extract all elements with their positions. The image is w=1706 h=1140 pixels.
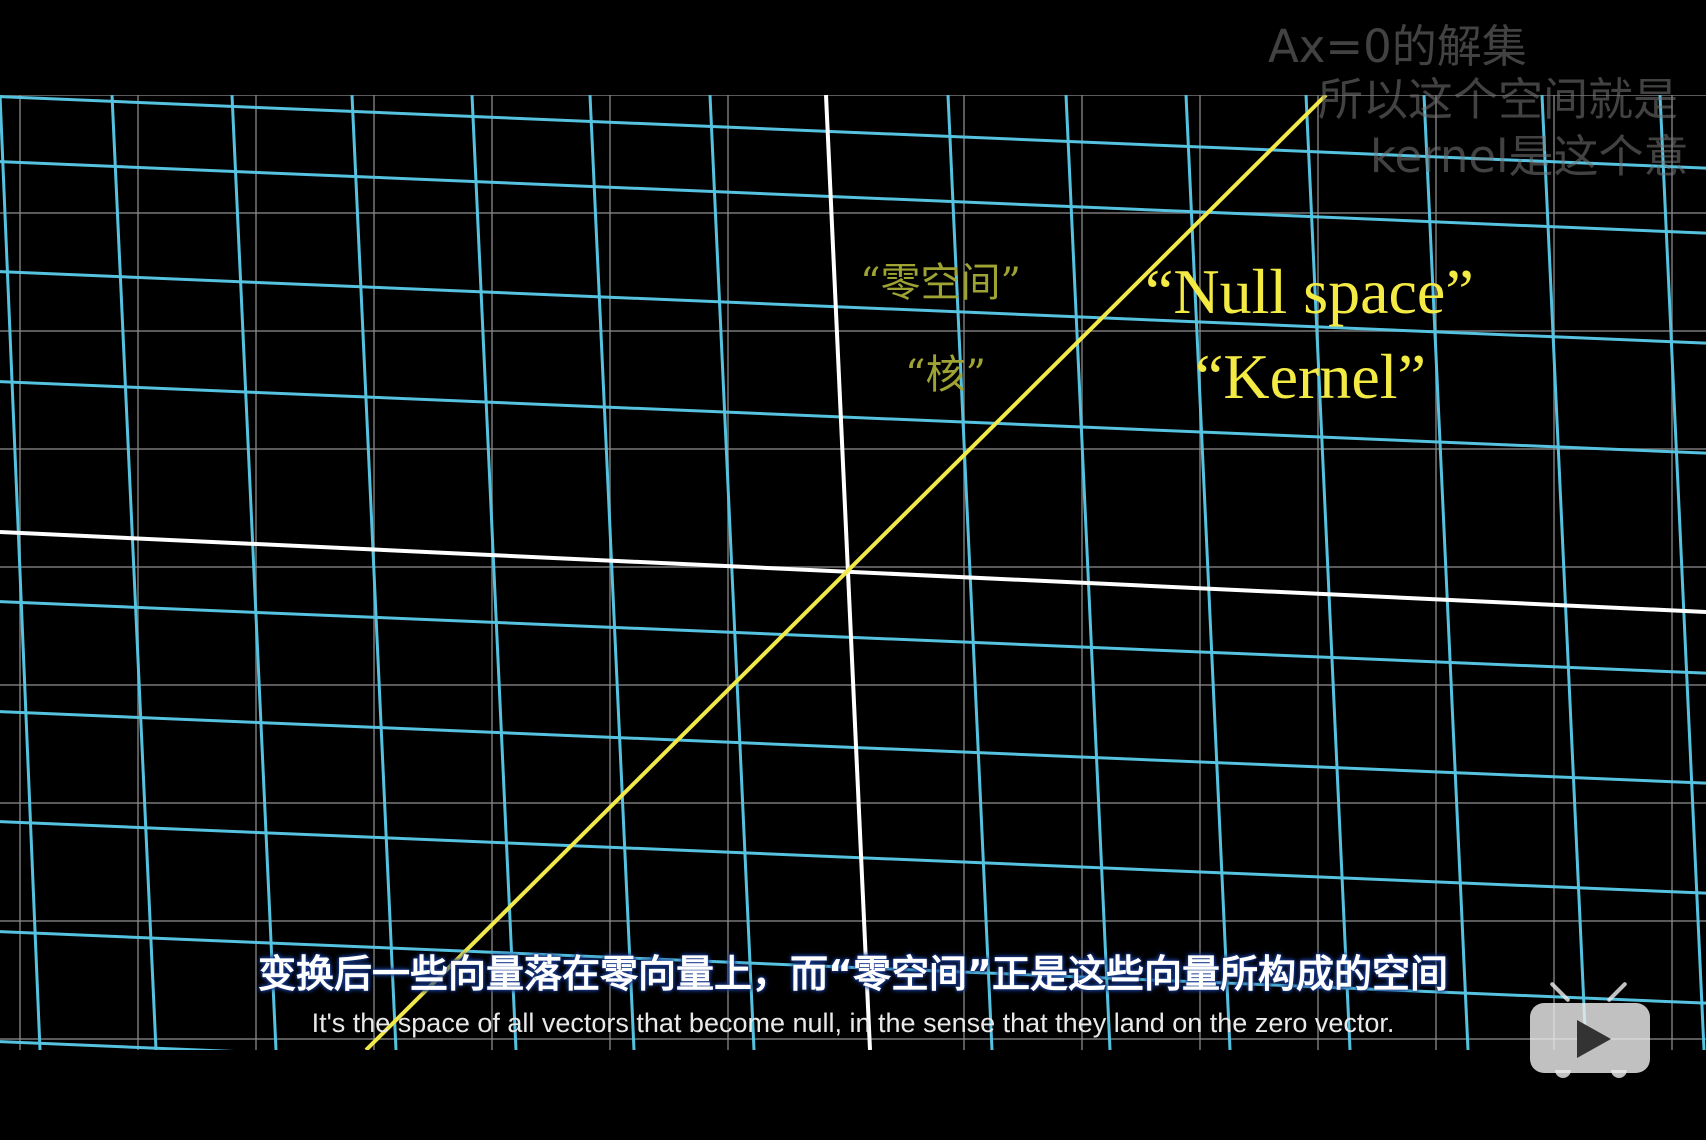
null-space-label-en: “Null space” <box>1145 256 1474 327</box>
tv-foot-left <box>1555 1070 1571 1078</box>
subtitle-chinese: 变换后一些向量落在零向量上，而“零空间”正是这些向量所构成的空间 <box>258 952 1448 996</box>
play-button[interactable] <box>1525 981 1655 1083</box>
transformed-grid-columns <box>0 95 1706 1050</box>
kernel-label-zh: “核” <box>905 352 986 398</box>
linear-transformation-grid <box>0 95 1706 1050</box>
null-space-line <box>364 95 1328 1050</box>
x-axis <box>0 530 1706 614</box>
tv-antenna-right <box>1606 981 1628 1003</box>
danmaku-comment: Ax=0的解集 <box>1268 20 1527 73</box>
kernel-label-en: “Kernel” <box>1195 341 1426 412</box>
danmaku-comment: 所以这个空间就是 <box>1318 73 1679 126</box>
danmaku-comment: kernel是这个意 <box>1370 130 1689 183</box>
play-icon <box>1577 1020 1611 1058</box>
tv-antenna-left <box>1549 981 1571 1003</box>
transformed-grid-rows <box>0 95 1706 1050</box>
null-space-label-zh: “零空间” <box>860 260 1021 306</box>
subtitle-english: It's the space of all vectors that becom… <box>311 1008 1395 1038</box>
tv-foot-right <box>1611 1070 1627 1078</box>
